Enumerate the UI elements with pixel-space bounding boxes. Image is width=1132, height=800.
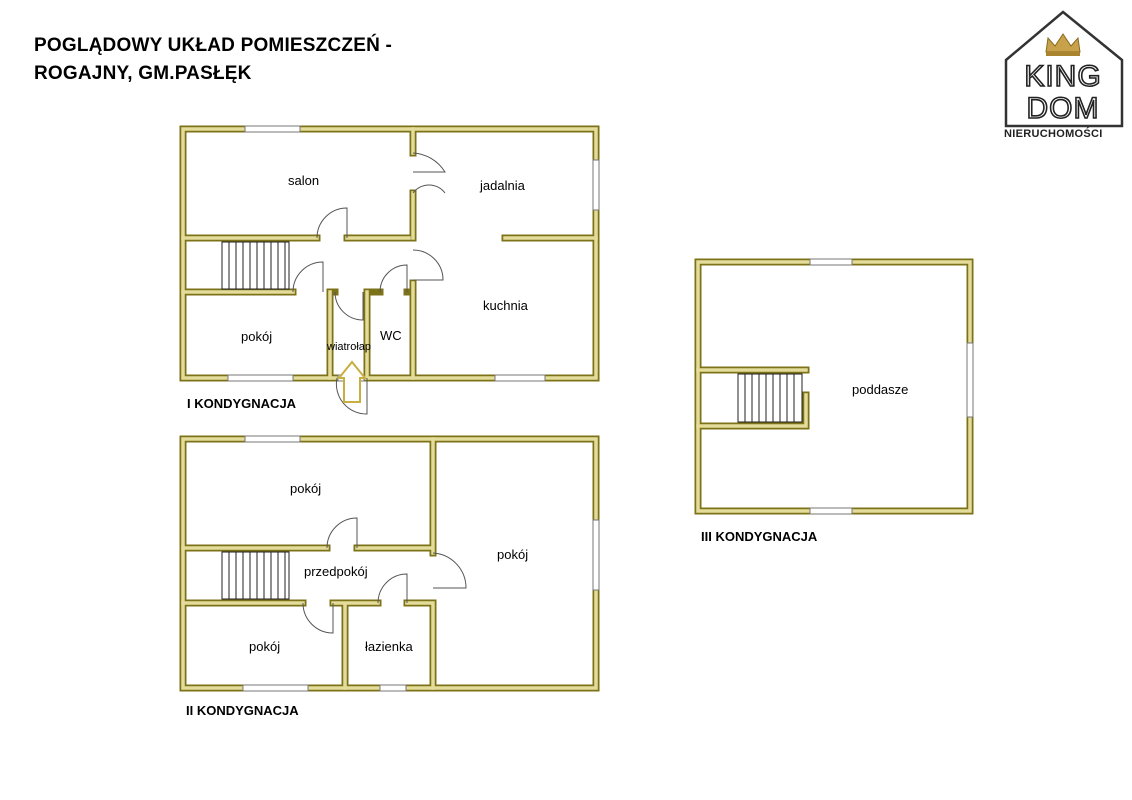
room-label-pokoj-top: pokój (290, 481, 322, 496)
crown-icon (1045, 33, 1081, 56)
page-title: POGLĄDOWY UKŁAD POMIESZCZEŃ - ROGAJNY, G… (34, 32, 392, 88)
floor-3-label: III KONDYGNACJA (701, 529, 818, 544)
room-label-pokoj-right: pokój (497, 547, 529, 562)
room-label-poddasze: poddasze (852, 382, 909, 397)
room-label-wiatrolap: wiatrołap (327, 341, 372, 353)
room-label-jadalnia: jadalnia (480, 178, 525, 193)
logo-word-king: KING (1024, 60, 1101, 93)
room-label-pokoj-1: pokój (241, 329, 273, 344)
floor-1-plan (179, 125, 600, 415)
room-label-lazienka: łazienka (365, 639, 413, 654)
entrance-arrow-icon (336, 360, 368, 403)
floor-2-label: II KONDYGNACJA (186, 703, 299, 718)
room-label-wc: WC (380, 328, 402, 343)
floor-2-plan (179, 435, 600, 692)
room-label-salon: salon (288, 173, 320, 188)
room-label-kuchnia: kuchnia (483, 298, 528, 313)
room-label-przedpokoj: przedpokój (304, 564, 368, 579)
room-label-pokoj-bottom: pokój (249, 639, 281, 654)
logo-word-dom: DOM (1027, 92, 1100, 125)
floor-3-stairs (737, 373, 803, 423)
kingdom-logo: KING DOM (1004, 10, 1124, 128)
floor-1-label: I KONDYGNACJA (187, 396, 297, 411)
logo-subtitle: NIERUCHOMOŚCI (1004, 128, 1103, 140)
floor-1-stairs (221, 241, 290, 290)
title-line-1: POGLĄDOWY UKŁAD POMIESZCZEŃ - (34, 35, 393, 56)
title-line-2: ROGAJNY, GM.PASŁĘK (34, 63, 252, 84)
floor-2-stairs (221, 551, 290, 600)
floor-3-plan (694, 258, 974, 515)
